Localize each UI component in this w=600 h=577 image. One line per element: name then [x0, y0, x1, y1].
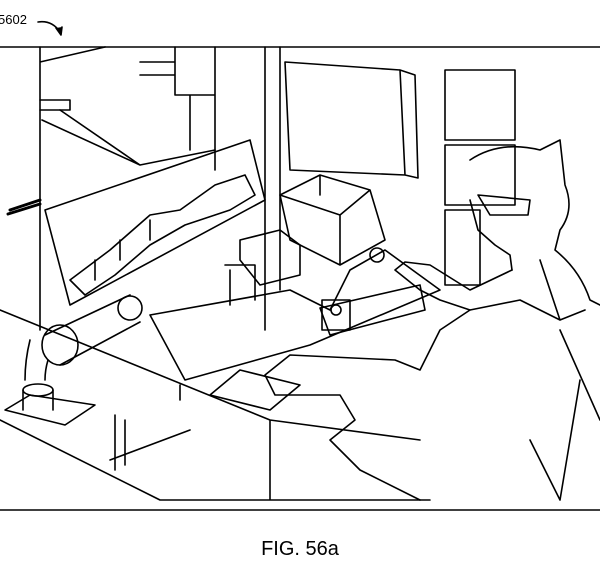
virtual-card [319, 284, 426, 336]
reference-arrowhead [55, 26, 63, 36]
holographic-model [149, 174, 441, 381]
pipe-object [4, 294, 143, 426]
frame [0, 46, 600, 511]
figure-caption: FIG. 56a [261, 538, 339, 560]
desk [0, 309, 431, 501]
right-wall-displays [264, 46, 516, 331]
left-wall-display [6, 46, 216, 331]
main-display [44, 139, 266, 306]
person [264, 139, 600, 501]
reference-arrow [37, 20, 61, 33]
reference-numeral: 5602 [0, 12, 27, 27]
